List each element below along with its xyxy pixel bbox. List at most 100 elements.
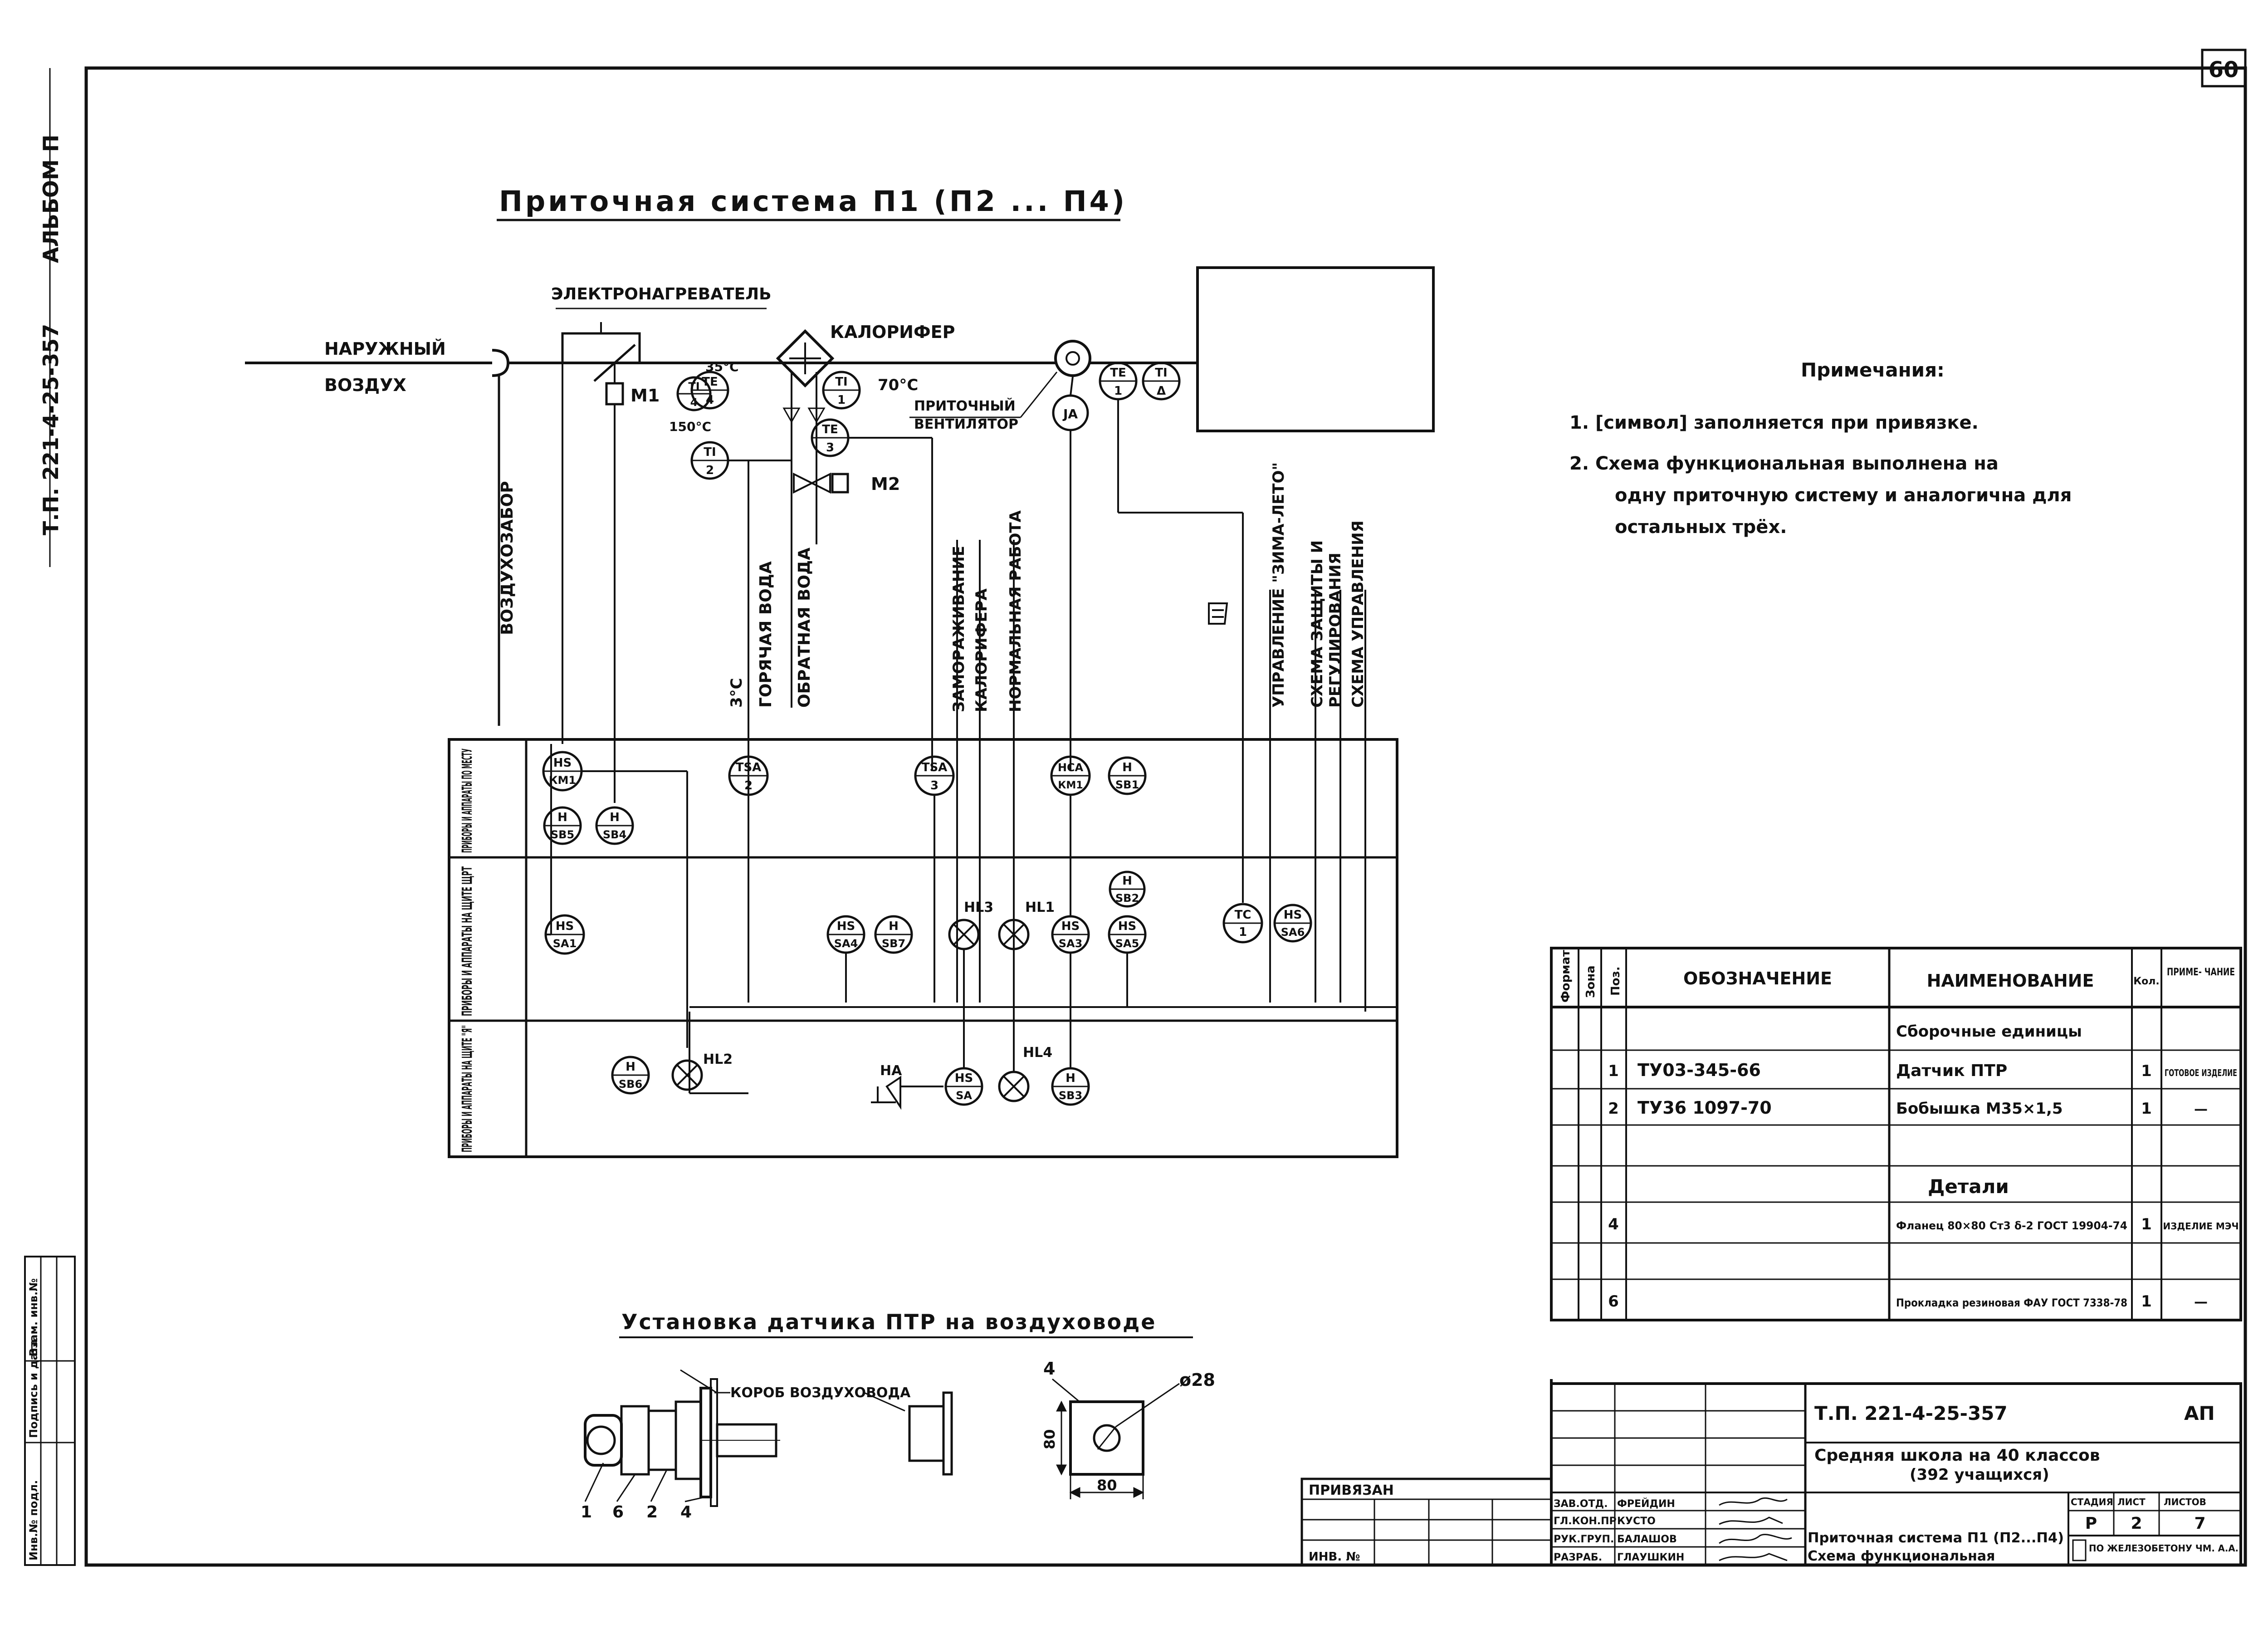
margin-doc-code: Т.П. 221-4-25-357 bbox=[39, 324, 63, 535]
label-freeze-1: ЗАМОРАЖИВАНИЕ bbox=[950, 546, 968, 712]
tb-sheet-label: ЛИСТ bbox=[2117, 1497, 2146, 1507]
label-temp-3: 3°С bbox=[728, 678, 746, 708]
svg-text:КМ1: КМ1 bbox=[1058, 780, 1083, 791]
spec-row-5-name: Фланец 80×80 Ст3 δ-2 ГОСТ 19904-74 bbox=[1896, 1219, 2127, 1232]
svg-text:H: H bbox=[1122, 761, 1132, 774]
spec-row-2-note: — bbox=[2194, 1101, 2208, 1117]
tb-stage-label: СТАДИЯ bbox=[2071, 1497, 2113, 1507]
spec-row-1-code: ТУ03-345-66 bbox=[1637, 1060, 1761, 1080]
svg-text:1: 1 bbox=[1239, 925, 1247, 939]
svg-text:TI: TI bbox=[835, 375, 847, 389]
svg-text:TSA: TSA bbox=[736, 761, 762, 774]
svg-text:SA5: SA5 bbox=[1115, 937, 1139, 950]
svg-text:SA1: SA1 bbox=[553, 937, 577, 950]
svg-text:SB7: SB7 bbox=[882, 937, 905, 950]
spec-h-code: ОБОЗНАЧЕНИЕ bbox=[1683, 969, 1832, 988]
spec-row-5-note: ИЗДЕЛИЕ МЭЧ bbox=[2163, 1221, 2239, 1232]
svg-text:3: 3 bbox=[826, 441, 834, 455]
instrument-te3: TE 3 bbox=[811, 418, 850, 457]
main-air-duct: НАРУЖНЫЙ ВОЗДУХ bbox=[245, 339, 1198, 395]
unit-box bbox=[1196, 266, 1435, 432]
calorifier: КАЛОРИФЕР bbox=[776, 322, 955, 544]
spec-h-pos: Поз. bbox=[1609, 966, 1623, 996]
instrument-hs-sa6: HS SA6 bbox=[1273, 904, 1312, 943]
tb-sheets-label: ЛИСТОВ bbox=[2164, 1497, 2206, 1507]
svg-text:HS: HS bbox=[837, 920, 855, 933]
svg-text:TE: TE bbox=[1110, 366, 1126, 380]
svg-text:H: H bbox=[610, 811, 620, 824]
electric-heater: ЭЛЕКТРОНАГРЕВАТЕЛЬ bbox=[551, 285, 772, 363]
spec-row-0-name: Сборочные единицы bbox=[1896, 1022, 2082, 1041]
instrument-hs-km1: HS КМ1 bbox=[542, 751, 583, 792]
band-local-label-1: ПРИБОРЫ И АППАРАТЫ ПО МЕСТУ bbox=[459, 749, 475, 853]
band-instruments: HS КМ1 H SB5 H SB4 TSA 2 TSA bbox=[542, 751, 1312, 1110]
functional-diagram: Приточная система П1 (П2 ... П4) НАРУЖНЫ… bbox=[245, 185, 1435, 1158]
spec-h-zone: Зона bbox=[1584, 965, 1598, 998]
svg-text:SB5: SB5 bbox=[551, 828, 574, 841]
install-callout-6: 6 bbox=[612, 1503, 624, 1521]
svg-text:3: 3 bbox=[930, 779, 938, 793]
label-protection-1: СХЕМА ЗАЩИТЫ И bbox=[1308, 540, 1326, 708]
label-normal-work: НОРМАЛЬНАЯ РАБОТА bbox=[1007, 510, 1025, 712]
spec-row-4-name: Детали bbox=[1928, 1175, 2009, 1198]
tb-project-sub: (392 учащихся) bbox=[1910, 1466, 2049, 1484]
install-callout-4: 4 bbox=[680, 1503, 692, 1521]
lamp-hl1: HL1 bbox=[998, 900, 1055, 950]
spec-h-format: Формат bbox=[1559, 950, 1573, 1003]
label-return-water: ОБРАТНАЯ ВОДА bbox=[795, 548, 814, 708]
note-2-cont: одну приточную систему и аналогична для bbox=[1615, 485, 2072, 506]
svg-text:1: 1 bbox=[1114, 384, 1122, 398]
instrument-tsa2: TSA 2 bbox=[728, 755, 769, 796]
install-dim-w: 80 bbox=[1097, 1477, 1117, 1494]
svg-text:H: H bbox=[626, 1060, 635, 1074]
svg-text:TE: TE bbox=[822, 423, 838, 436]
band-ya-label: ПРИБОРЫ И АППАРАТЫ НА ЩИТЕ "Я" bbox=[459, 1025, 475, 1152]
water-valve-m2: М2 bbox=[793, 472, 900, 494]
svg-text:2: 2 bbox=[744, 779, 753, 793]
svg-text:КМ1: КМ1 bbox=[549, 774, 576, 787]
spec-h-qty: Кол. bbox=[2133, 976, 2160, 987]
tb-role-3: РУК.ГРУП. bbox=[1554, 1534, 1614, 1545]
water-pipes: ГОРЯЧАЯ ВОДА ОБРАТНАЯ ВОДА 3°С bbox=[728, 460, 814, 817]
instrument-h-sb6: H SB6 bbox=[611, 1056, 650, 1095]
bus-lines bbox=[689, 817, 1397, 1094]
spec-row-2-qty: 1 bbox=[2141, 1100, 2152, 1118]
svg-text:HL2: HL2 bbox=[703, 1052, 733, 1067]
install-dim-h: 80 bbox=[1041, 1429, 1058, 1449]
org-logo-icon bbox=[2072, 1539, 2087, 1561]
svg-text:HS: HS bbox=[1061, 920, 1080, 933]
note-2: 2. Схема функциональная выполнена на bbox=[1569, 453, 1999, 474]
spec-h-note: ПРИМЕ- ЧАНИЕ bbox=[2167, 967, 2235, 978]
spec-row-1-name: Датчик ПТР bbox=[1896, 1062, 2007, 1080]
instrument-hca-km1: HCA КМ1 bbox=[1050, 755, 1091, 796]
label-air-intake: ВОЗДУХОЗАБОР bbox=[498, 481, 517, 635]
spec-row-5-qty: 1 bbox=[2141, 1215, 2152, 1233]
tb-drawing-1: Приточная система П1 (П2...П4) bbox=[1808, 1530, 2064, 1546]
damper-m1: М1 bbox=[550, 333, 660, 934]
label-supply-fan-1: ПРИТОЧНЫЙ bbox=[914, 398, 1016, 414]
svg-text:SB3: SB3 bbox=[1059, 1089, 1082, 1102]
svg-text:2: 2 bbox=[706, 464, 714, 477]
spec-table: Формат Зона Поз. ОБОЗНАЧЕНИЕ НАИМЕНОВАНИ… bbox=[1550, 947, 2242, 1321]
label-m2: М2 bbox=[871, 474, 900, 494]
tb-role-4: РАЗРАБ. bbox=[1554, 1552, 1602, 1563]
spec-row: 4 Фланец 80×80 Ст3 δ-2 ГОСТ 19904-74 1 И… bbox=[1608, 1215, 2239, 1233]
instrument-h-sb4: H SB4 bbox=[595, 806, 634, 845]
spec-row-7-qty: 1 bbox=[2141, 1292, 2152, 1311]
svg-text:SB2: SB2 bbox=[1115, 892, 1139, 905]
signal-labels: ЗАМОРАЖИВАНИЕ КАЛОРИФЕРА НОРМАЛЬНАЯ РАБО… bbox=[950, 462, 1367, 1012]
instrument-ti2: TI 2 bbox=[690, 441, 729, 480]
instrument-tsa3: TSA 3 bbox=[914, 755, 955, 796]
spec-row-2-code: ТУ36 1097-70 bbox=[1637, 1098, 1772, 1118]
instrument-h-sb1: H SB1 bbox=[1108, 756, 1147, 795]
tb-project: Средняя школа на 40 классов bbox=[1814, 1446, 2100, 1465]
label-m1: М1 bbox=[631, 386, 660, 406]
horn-ha: НА bbox=[871, 1063, 902, 1110]
svg-text:SA3: SA3 bbox=[1059, 937, 1083, 950]
air-intake: ВОЗДУХОЗАБОР bbox=[498, 376, 517, 726]
svg-text:SA: SA bbox=[956, 1089, 972, 1102]
lamp-hl4: HL4 bbox=[998, 1045, 1052, 1102]
lamp-hl2: HL2 bbox=[671, 1052, 733, 1091]
label-temp-70: 70°С bbox=[878, 376, 918, 394]
label-temp-150: 150°С bbox=[669, 419, 711, 434]
